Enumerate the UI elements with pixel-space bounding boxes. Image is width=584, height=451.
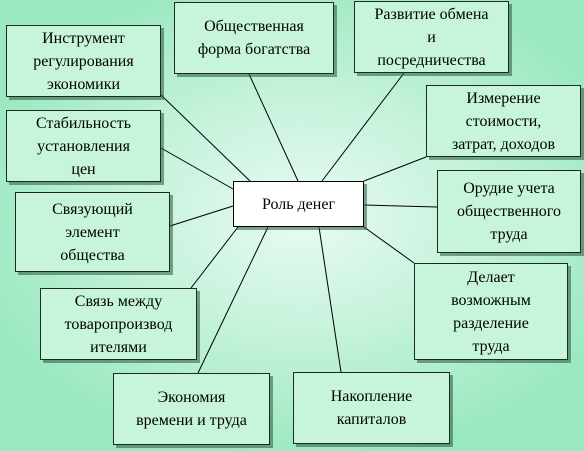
node-form-of-wealth: Общественная форма богатства [174,2,334,74]
node-economy-of-time: Экономия времени и труда [113,373,270,445]
node-line: возможным [451,291,531,309]
node-line: времени и труда [136,412,247,429]
node-line: форма богатства [197,41,311,58]
node-line: Связующий [52,200,133,218]
node-line: Связь между [74,292,163,310]
node-line: стоимости, [465,112,542,130]
node-line: Инструмент [42,29,125,47]
node-accumulation: Накопление капиталов [293,372,450,444]
node-line: элемент [65,223,120,241]
connector-form-of-wealth [248,73,299,182]
connector-measurement [363,156,427,182]
node-line: Стабильность [35,114,132,132]
node-line: ителями [90,338,147,356]
node-line: затрат, доходов [451,135,556,153]
node-line: цен [71,160,96,178]
node-line: труда [490,226,528,243]
node-instrument: Инструмент регулирования экономики [6,25,161,97]
node-stability: Стабильность установления цен [6,110,161,182]
connector-linking-element [169,205,234,227]
node-line: экономики [46,75,121,93]
node-linking-element: Связующий элемент общества [15,192,170,272]
node-producers-link: Связь между товаропроизвод ителями [40,288,197,360]
center-node-label: Роль денег [261,195,336,213]
center-node-role-of-money: Роль денег [233,181,364,227]
node-line: разделение [453,314,529,332]
node-line: товаропроизвод [64,315,173,333]
node-exchange: Развитие обмена и посредничества [354,1,509,73]
node-division-of-labor: Делает возможным разделение труда [414,263,568,360]
node-line: Экономия [157,389,226,406]
node-line: общественного [457,203,561,220]
node-line: Накопление [330,388,413,405]
node-line: труда [472,337,510,355]
connector-division-of-labor [363,226,415,264]
node-line: Орудие учета [463,180,555,197]
node-line: Измерение [466,89,541,107]
node-line: регулирования [33,52,134,70]
node-line: установления [37,137,130,155]
node-line: посредничества [377,51,486,69]
node-line: капиталов [336,411,407,428]
connector-accumulation [318,226,342,373]
connector-instrument [160,94,251,182]
connector-producers-link [190,226,239,289]
node-line: Делает [467,268,515,286]
node-line: Общественная [204,18,304,35]
connector-accounting-tool [363,204,438,208]
connector-stability [160,147,234,190]
node-line: общества [60,246,125,264]
node-line: Развитие обмена [374,5,489,23]
connector-exchange [321,72,405,182]
connector-economy-of-time [197,226,269,374]
node-measurement: Измерение стоимости, затрат, доходов [426,85,581,157]
node-accounting-tool: Орудие учета общественного труда [437,170,581,253]
node-line: и [427,28,436,46]
